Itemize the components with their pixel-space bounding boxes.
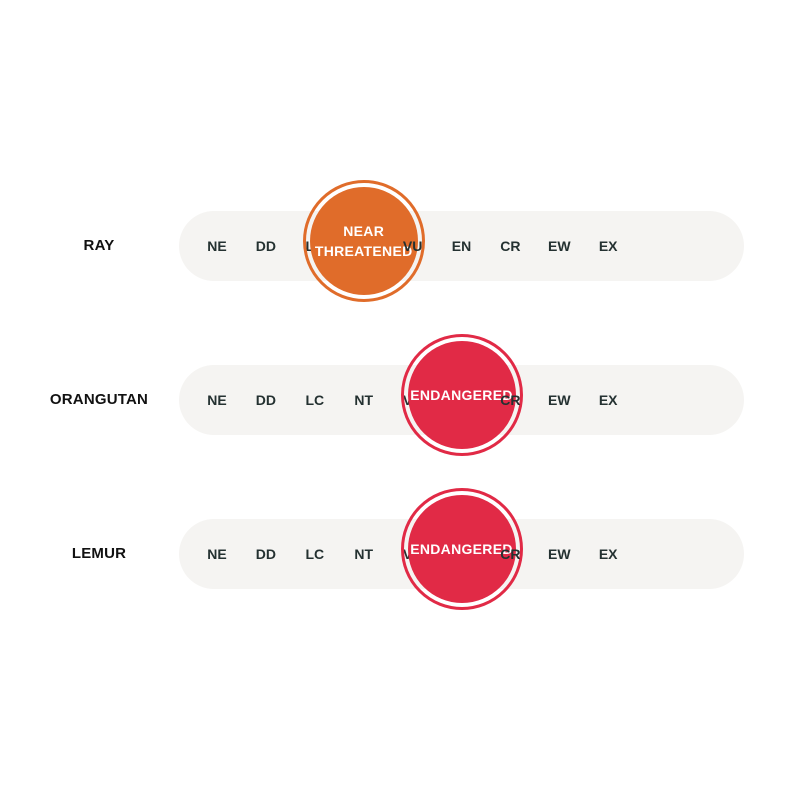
badge-text-line: ENDANGERED: [410, 387, 513, 403]
status-label-ne: NE: [207, 392, 227, 408]
status-label-nt: NT: [354, 392, 374, 408]
status-badge-en: ENDANGERED: [400, 488, 523, 610]
status-row-ray: RAYNEDDLCNEARTHREATENEDVUENCREWEX: [0, 176, 800, 316]
status-row-lemur: LEMURNEDDLCNTVUENDANGEREDCREWEX: [0, 484, 800, 624]
species-label: LEMUR: [71, 545, 127, 562]
status-label-ew: EW: [548, 238, 571, 254]
status-badge-en: ENDANGERED: [400, 334, 523, 456]
status-label-ew: EW: [548, 546, 571, 562]
species-label: RAY: [83, 237, 115, 254]
status-label-lc: LC: [305, 546, 325, 562]
status-track: [179, 211, 744, 281]
badge-text-line: ENDANGERED: [410, 541, 513, 557]
status-label-nt: NT: [354, 546, 374, 562]
status-badge-nt: NEAR THREATENED: [302, 180, 425, 302]
species-label: ORANGUTAN: [49, 391, 149, 408]
badge-text-line: THREATENED: [314, 243, 413, 259]
badge-text-line: NEAR: [343, 223, 385, 239]
status-label-en: EN: [451, 238, 472, 254]
status-label-ew: EW: [548, 392, 571, 408]
status-label-ne: NE: [207, 238, 227, 254]
status-label-vu: VU: [402, 238, 423, 254]
status-row-orangutan: ORANGUTANNEDDLCNTVUENDANGEREDCREWEX: [0, 330, 800, 470]
status-badge-label: ENDANGERED: [407, 495, 516, 603]
status-label-ex: EX: [598, 546, 618, 562]
status-label-ne: NE: [207, 546, 227, 562]
status-label-dd: DD: [255, 546, 276, 562]
status-label-dd: DD: [255, 238, 276, 254]
status-label-cr: CR: [500, 392, 521, 408]
status-badge-label: NEAR THREATENED: [309, 187, 418, 295]
status-badge-label: ENDANGERED: [407, 341, 516, 449]
status-label-cr: CR: [500, 546, 521, 562]
status-label-ex: EX: [598, 392, 618, 408]
status-label-lc: LC: [305, 392, 325, 408]
status-label-cr: CR: [500, 238, 521, 254]
status-label-ex: EX: [598, 238, 618, 254]
status-label-dd: DD: [255, 392, 276, 408]
